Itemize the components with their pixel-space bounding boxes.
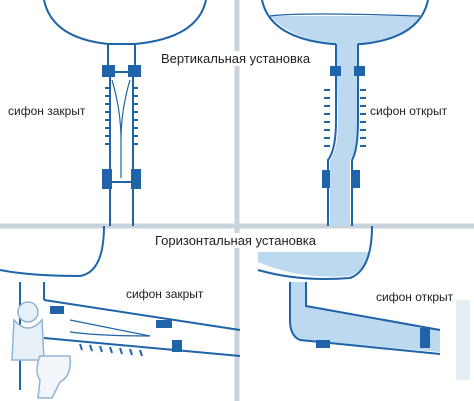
water-in-bowl (270, 16, 420, 44)
closed-valve-horizontal (69, 319, 151, 337)
toilet-icon (36, 355, 72, 399)
outlet-pipe (109, 182, 134, 226)
sink-bowl-2 (261, 0, 429, 45)
bottom-right-panel (257, 225, 441, 355)
top-nut-right (128, 65, 141, 77)
label-top-right: сифон открыт (370, 104, 448, 118)
bottom-nut-right (131, 169, 141, 189)
sink-bowl (43, 0, 207, 45)
corrugation (105, 87, 138, 145)
plumber-mascot-icon (11, 301, 45, 361)
top-left-panel (43, 0, 207, 226)
label-bottom-left: сифон закрыт (126, 287, 204, 301)
vertical-title: Вертикальная установка (158, 51, 314, 66)
watermark-logo (456, 300, 470, 380)
water-in-bowl-2 (258, 252, 368, 277)
top-right-panel (261, 0, 429, 226)
label-bottom-right: сифон открыт (376, 290, 454, 304)
bottom-nut-left (102, 169, 112, 189)
sink-bowl-3 (0, 225, 105, 278)
label-top-left: сифон закрыт (8, 104, 86, 118)
corrugation-h (79, 343, 143, 357)
top-nut-left (102, 65, 115, 77)
open-siphon-wall (327, 44, 359, 226)
water-column (330, 44, 358, 226)
horizontal-pipe-top (43, 299, 241, 331)
horizontal-title: Горизонтальная установка (152, 233, 319, 248)
bottom-left-panel (0, 225, 241, 390)
horizontal-pipe-bottom (43, 337, 241, 357)
